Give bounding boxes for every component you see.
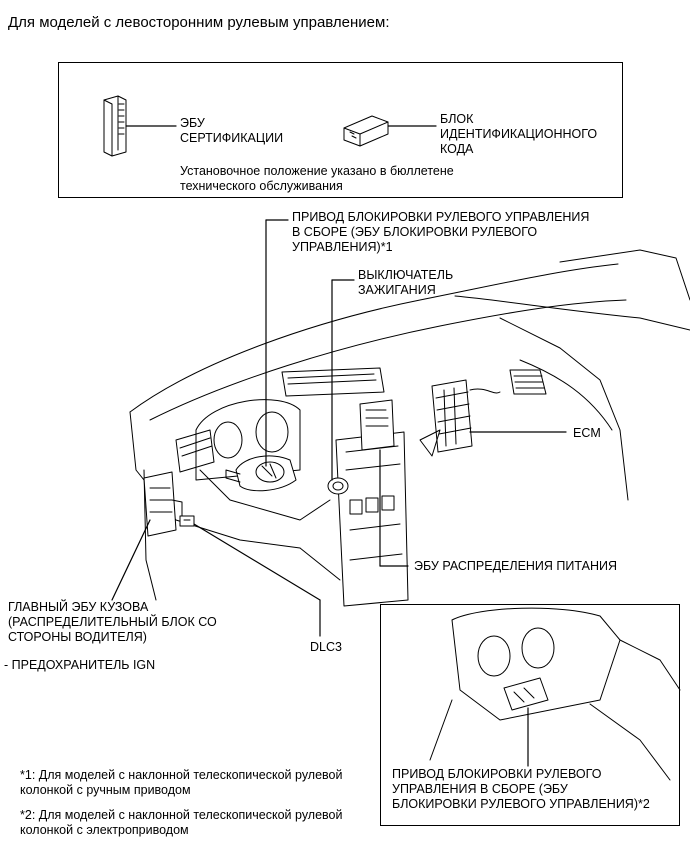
main-body-ecu-part [111, 471, 183, 601]
power-distribution-ecu-part [359, 399, 409, 567]
ecm-label: ECM [573, 426, 601, 440]
ign-fuse-label: - ПРЕДОХРАНИТЕЛЬ IGN [4, 658, 156, 672]
certification-ecu-label: ЭБУ СЕРТИФИКАЦИИ [180, 116, 284, 145]
steering-lock-label-1: ПРИВОД БЛОКИРОВКИ РУЛЕВОГО УПРАВЛЕНИЯ В … [292, 210, 590, 254]
main-body-ecu-label: ГЛАВНЫЙ ЭБУ КУЗОВА (РАСПРЕДЕЛИТЕЛЬНЫЙ БЛ… [8, 600, 217, 644]
ignition-switch-label: ВЫКЛЮЧАТЕЛЬ ЗАЖИГАНИЯ [358, 268, 454, 297]
footnote-2: *2: Для моделей с наклонной телескопичес… [20, 808, 343, 837]
ecm-part [419, 379, 567, 457]
certification-ecu-icon [103, 95, 177, 157]
dashboard-outline [129, 249, 690, 607]
inset-box [380, 604, 680, 826]
power-distribution-ecu-label: ЭБУ РАСПРЕДЕЛЕНИЯ ПИТАНИЯ [414, 559, 617, 573]
steering-lock-assembly-1 [225, 219, 297, 492]
footnote-1: *1: Для моделей с наклонной телескопичес… [20, 768, 343, 797]
dlc3-part [179, 515, 321, 637]
id-code-box-label: БЛОК ИДЕНТИФИКАЦИОННОГО КОДА [440, 112, 598, 156]
dlc3-label: DLC3 [310, 640, 342, 654]
page-title: Для моделей с левосторонним рулевым упра… [8, 14, 390, 31]
ignition-switch-part [327, 279, 355, 495]
location-note-box [58, 62, 623, 198]
steering-lock-label-2: ПРИВОД БЛОКИРОВКИ РУЛЕВОГО УПРАВЛЕНИЯ В … [392, 767, 650, 811]
id-code-box-icon [343, 115, 437, 147]
inset-steering-illustration [429, 607, 681, 781]
installation-note: Установочное положение указано в бюллете… [180, 164, 454, 193]
